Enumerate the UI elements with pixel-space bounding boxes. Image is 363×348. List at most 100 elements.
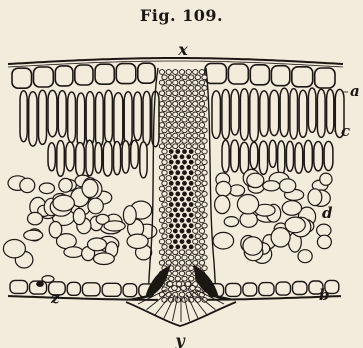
palisade-cell-lower [86,140,93,176]
palisade-cell-upper [105,90,113,143]
palisade-cell-upper [308,88,316,132]
spongy-cell [64,247,83,258]
spongy-cell [247,173,264,187]
xylem-vessel [180,197,184,201]
bundle-cell [193,250,198,255]
label-d: d [322,204,333,222]
bundle-cell [159,260,164,265]
stoma-center-cell [190,286,196,291]
palisade-cell-upper [290,89,298,139]
xylem-vessel [180,176,184,180]
bundle-cell [169,86,174,91]
bundle-cell [173,123,178,128]
xylem-vessel [182,213,186,217]
bundle-cell [162,223,167,228]
bundle-cell [199,165,204,170]
bundle-cell [195,96,200,101]
bundle-cell [162,75,167,80]
bundle-cell [199,101,204,106]
bundle-cell [186,271,191,276]
stoma-center-cell [172,286,178,291]
lower-epidermis-cell [82,283,100,296]
label-z: z [50,289,60,307]
xylem-vessel [173,229,177,233]
xylem-vessel [187,208,191,212]
bundle-cell [169,128,174,133]
lower-epidermis-cell [259,283,274,296]
xylem-vessel [173,155,177,159]
bundle-cell [193,239,198,244]
bundle-cell [202,266,207,271]
bundle-cell [202,181,207,186]
xylem-vessel [187,176,191,180]
bundle-cell [169,117,174,122]
bundle-cell [202,86,207,91]
bundle-cell [186,70,191,75]
bundle-cell [202,96,207,101]
bundle-cell [193,123,198,128]
xylem-vessel [173,197,177,201]
xylem-vessel [189,234,193,238]
bundle-cell [173,80,178,85]
bundle-cell [193,218,198,223]
bundle-cell [159,154,164,159]
bundle-cell [162,245,167,250]
xylem-vessel [173,208,177,212]
xylem-vessel [182,245,186,249]
bundle-cell [199,70,204,75]
bundle-cell [189,266,194,271]
bundle-cell [162,213,167,218]
bundle-cell [159,186,164,191]
bundle-cell [202,128,207,133]
xylem-vessel [187,240,191,244]
palisade-cell-upper [124,92,132,146]
epidermis-cell [75,65,93,85]
bundle-cell [193,91,198,96]
bundle-cell [195,223,200,228]
epidermis-cell [12,68,32,88]
bundle-cell [195,117,200,122]
xylem-vessel [169,181,173,185]
bundle-cell [186,80,191,85]
xylem-vessel [173,218,177,222]
xylem-vessel [173,165,177,169]
bundle-cell [199,186,204,191]
stoma-center-cell [181,286,187,291]
bundle-cell [199,123,204,128]
bundle-cell [169,75,174,80]
lower-epidermis-cell [293,282,308,295]
palisade-cell-upper [212,91,220,138]
bundle-cell [186,112,191,117]
bundle-cell [169,139,174,144]
xylem-vessel [180,229,184,233]
spongy-cell [213,232,234,249]
bundle-cell [175,276,180,281]
xylem-vessel [187,155,191,159]
bundle-cell [159,176,164,181]
bundle-cell [169,96,174,101]
bundle-cell [202,234,207,239]
bundle-cell [159,91,164,96]
palisade-cell-lower [250,142,258,169]
xylem-vessel [189,192,193,196]
bundle-cell [182,86,187,91]
xylem-vessel [169,192,173,196]
spongy-cell [224,217,238,227]
epidermis-cell [292,67,313,87]
bundle-cell [179,250,184,255]
label-y: y [174,331,186,348]
palisade-cell-lower [259,141,267,174]
xylem-vessel [173,187,177,191]
bundle-cell [182,96,187,101]
xylem-vessel [187,187,191,191]
spongy-cell [127,234,148,248]
bundle-cell [199,133,204,138]
bundle-cell [173,112,178,117]
bundle-cell [179,112,184,117]
bundle-cell [186,144,191,149]
bundle-cell [162,234,167,239]
bundle-cell [179,144,184,149]
epidermis-cell [228,64,248,84]
bundle-cell [162,202,167,207]
bundle-cell [202,192,207,197]
